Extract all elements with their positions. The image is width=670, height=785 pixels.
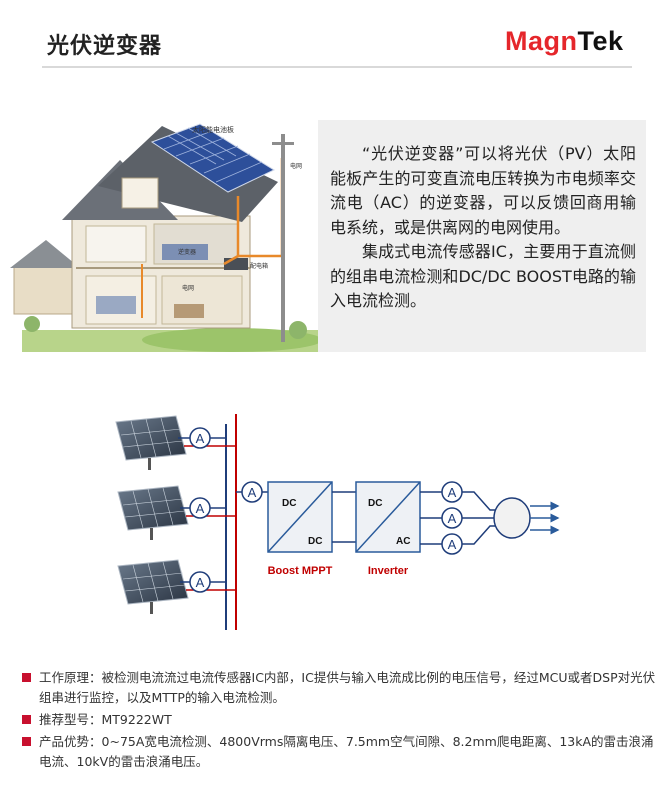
table <box>174 304 204 318</box>
solar-panel-2 <box>117 485 189 540</box>
main-roof <box>98 126 278 222</box>
ac-load-icon <box>493 497 531 539</box>
svg-text:A: A <box>196 431 205 446</box>
solar-house-illustration: 太阳能电池板 逆变器 配电箱 电网 电网 <box>10 123 318 352</box>
svg-text:A: A <box>448 511 457 526</box>
pole-crossarm <box>272 142 294 145</box>
bush-2 <box>289 321 307 339</box>
page-title: 光伏逆变器 <box>47 34 163 59</box>
bullet-working-principle: 工作原理：被检测电流流过电流传感器IC内部，IC提供与输入电流成比例的电压信号，… <box>20 668 660 708</box>
solar-panels <box>150 123 276 193</box>
boost-input-label: DC <box>282 498 296 509</box>
sofa <box>96 296 136 314</box>
utility-pole <box>281 134 285 342</box>
label-meter: 电网 <box>290 162 302 170</box>
output-arrows <box>530 501 560 535</box>
intro-paragraph-2: 集成式电流传感器IC，主要用于直流侧的组串电流检测和DC/DC BOOST电路的… <box>330 242 636 310</box>
header-divider <box>42 66 632 68</box>
bullet-square-icon <box>22 737 31 746</box>
svg-text:A: A <box>248 485 257 500</box>
label-grid: 电网 <box>182 284 194 292</box>
ammeter-phase-1: A <box>441 481 463 503</box>
bullet-product-advantages: 产品优势：0~75A宽电流检测、4800Vrms隔离电压、7.5mm空气间隙、8… <box>20 732 660 772</box>
label-inverter: 逆变器 <box>178 248 196 256</box>
upper-room <box>85 225 147 263</box>
lawn-shade <box>142 328 318 352</box>
intro-text: “光伏逆变器”可以将光伏（PV）太阳能板产生的可变直流电压转换为市电频率交流电（… <box>330 142 636 314</box>
boost-mppt-box: DC DC <box>267 481 333 553</box>
logo-part-magn: Magn <box>505 26 578 56</box>
bed <box>162 244 208 260</box>
intro-panel: “光伏逆变器”可以将光伏（PV）太阳能板产生的可变直流电压转换为市电频率交流电（… <box>318 120 646 352</box>
inverter-input-label: DC <box>368 498 382 509</box>
svg-text:A: A <box>196 501 205 516</box>
bullet-recommended-model: 推荐型号：MT9222WT <box>20 710 660 730</box>
ammeter-string-1: A <box>189 427 211 449</box>
bullet-square-icon <box>22 715 31 724</box>
ammeter-string-2: A <box>189 497 211 519</box>
ac-output-wiring <box>420 491 496 545</box>
inverter-caption: Inverter <box>368 565 409 577</box>
garage <box>13 265 77 315</box>
solar-panel-1 <box>115 415 187 470</box>
bullet-square-icon <box>22 673 31 682</box>
attic-window <box>121 177 159 209</box>
solar-panel-3 <box>117 559 189 614</box>
inverter-unit <box>224 258 248 270</box>
svg-text:A: A <box>196 575 205 590</box>
string-wiring <box>178 437 226 583</box>
ammeter-phase-3: A <box>441 533 463 555</box>
bush <box>24 316 40 332</box>
ammeter-phase-2: A <box>441 507 463 529</box>
ammeter-boost-input: A <box>241 481 263 503</box>
brand-logo: MagnTek <box>505 26 624 57</box>
inverter-box: DC AC <box>355 481 421 553</box>
feature-list: 工作原理：被检测电流流过电流传感器IC内部，IC提供与输入电流成比例的电压信号，… <box>20 668 660 774</box>
garage-roof <box>10 240 80 268</box>
inverter-output-label: AC <box>396 536 410 547</box>
boost-output-label: DC <box>308 536 322 547</box>
intro-paragraph-1: “光伏逆变器”可以将光伏（PV）太阳能板产生的可变直流电压转换为市电频率交流电（… <box>330 144 636 237</box>
label-distribution: 配电箱 <box>250 262 268 270</box>
pv-system-diagram: A A A A DC DC Boost MPPT DC AC Inverter <box>115 414 560 630</box>
ammeter-string-3: A <box>189 571 211 593</box>
label-solar-panel: 太阳能电池板 <box>192 125 234 134</box>
boost-mppt-caption: Boost MPPT <box>268 565 333 577</box>
svg-text:A: A <box>448 537 457 552</box>
svg-text:A: A <box>448 485 457 500</box>
logo-part-tek: Tek <box>577 26 624 56</box>
header: 光伏逆变器 MagnTek <box>0 0 670 70</box>
